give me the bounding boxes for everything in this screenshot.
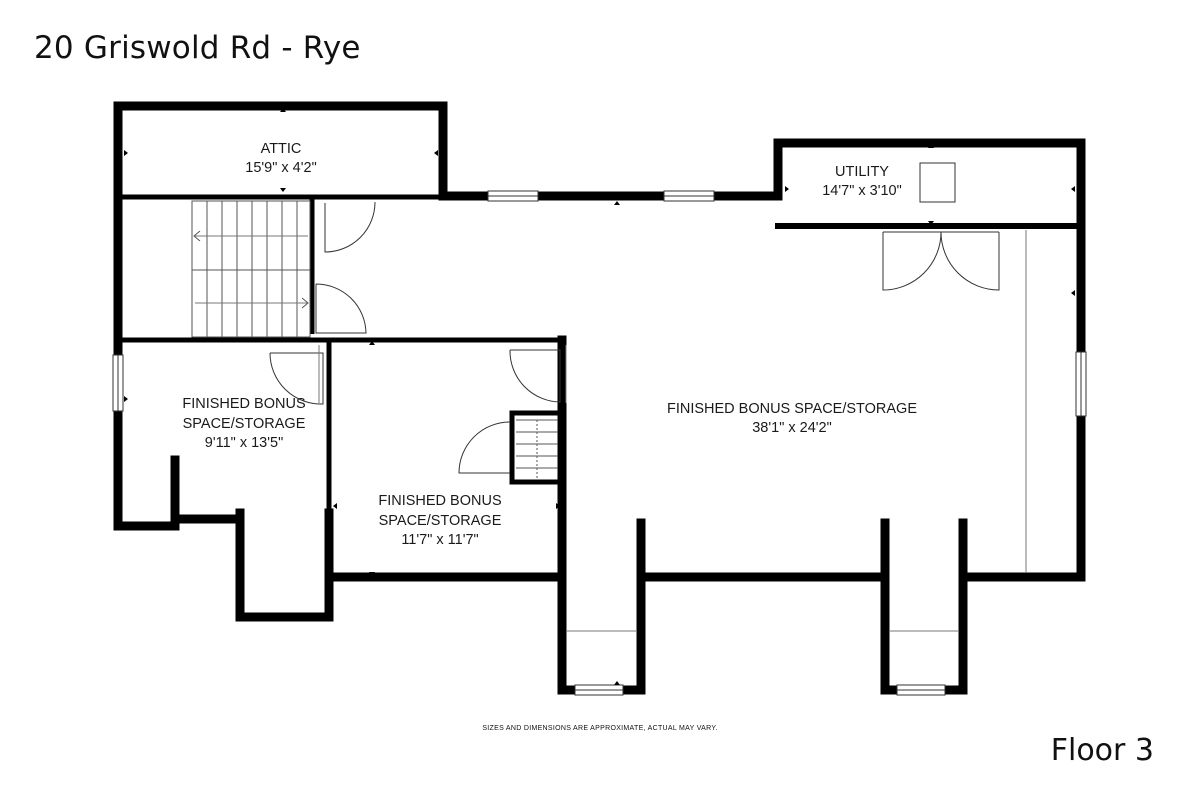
bonus-left-name-line2: SPACE/STORAGE [183, 416, 306, 432]
closet-stairs [516, 419, 558, 478]
utility-size: 14'7" x 3'10" [822, 183, 902, 199]
interior-walls [118, 194, 565, 577]
doors [269, 201, 1000, 474]
stairs [191, 200, 311, 338]
floor-label: Floor 3 [1050, 733, 1154, 768]
attic-name: ATTIC [261, 141, 302, 157]
bonus-left-name-line1: FINISHED BONUS [182, 396, 305, 412]
fixtures [318, 162, 1027, 632]
bonus-middle-name-line2: SPACE/STORAGE [379, 513, 502, 529]
bonus-left-size: 9'11" x 13'5" [205, 435, 283, 451]
utility-name: UTILITY [835, 164, 889, 180]
disclaimer-label: SIZES AND DIMENSIONS ARE APPROXIMATE, AC… [482, 725, 718, 732]
page-title: 20 Griswold Rd - Rye [34, 30, 361, 66]
disclaimer-text: SIZES AND DIMENSIONS ARE APPROXIMATE, AC… [0, 725, 1200, 732]
attic-size: 15'9" x 4'2" [245, 160, 316, 176]
bonus-main-size: 38'1" x 24'2" [752, 420, 832, 436]
bonus-main-name: FINISHED BONUS SPACE/STORAGE [667, 401, 917, 417]
bonus-middle-size: 11'7" x 11'7" [401, 532, 478, 548]
room-labels: ATTIC 15'9" x 4'2" UTILITY 14'7" x 3'10"… [182, 141, 917, 548]
windows [112, 190, 1087, 696]
dimension-markers [124, 108, 1075, 685]
bonus-middle-name-line1: FINISHED BONUS [378, 493, 501, 509]
